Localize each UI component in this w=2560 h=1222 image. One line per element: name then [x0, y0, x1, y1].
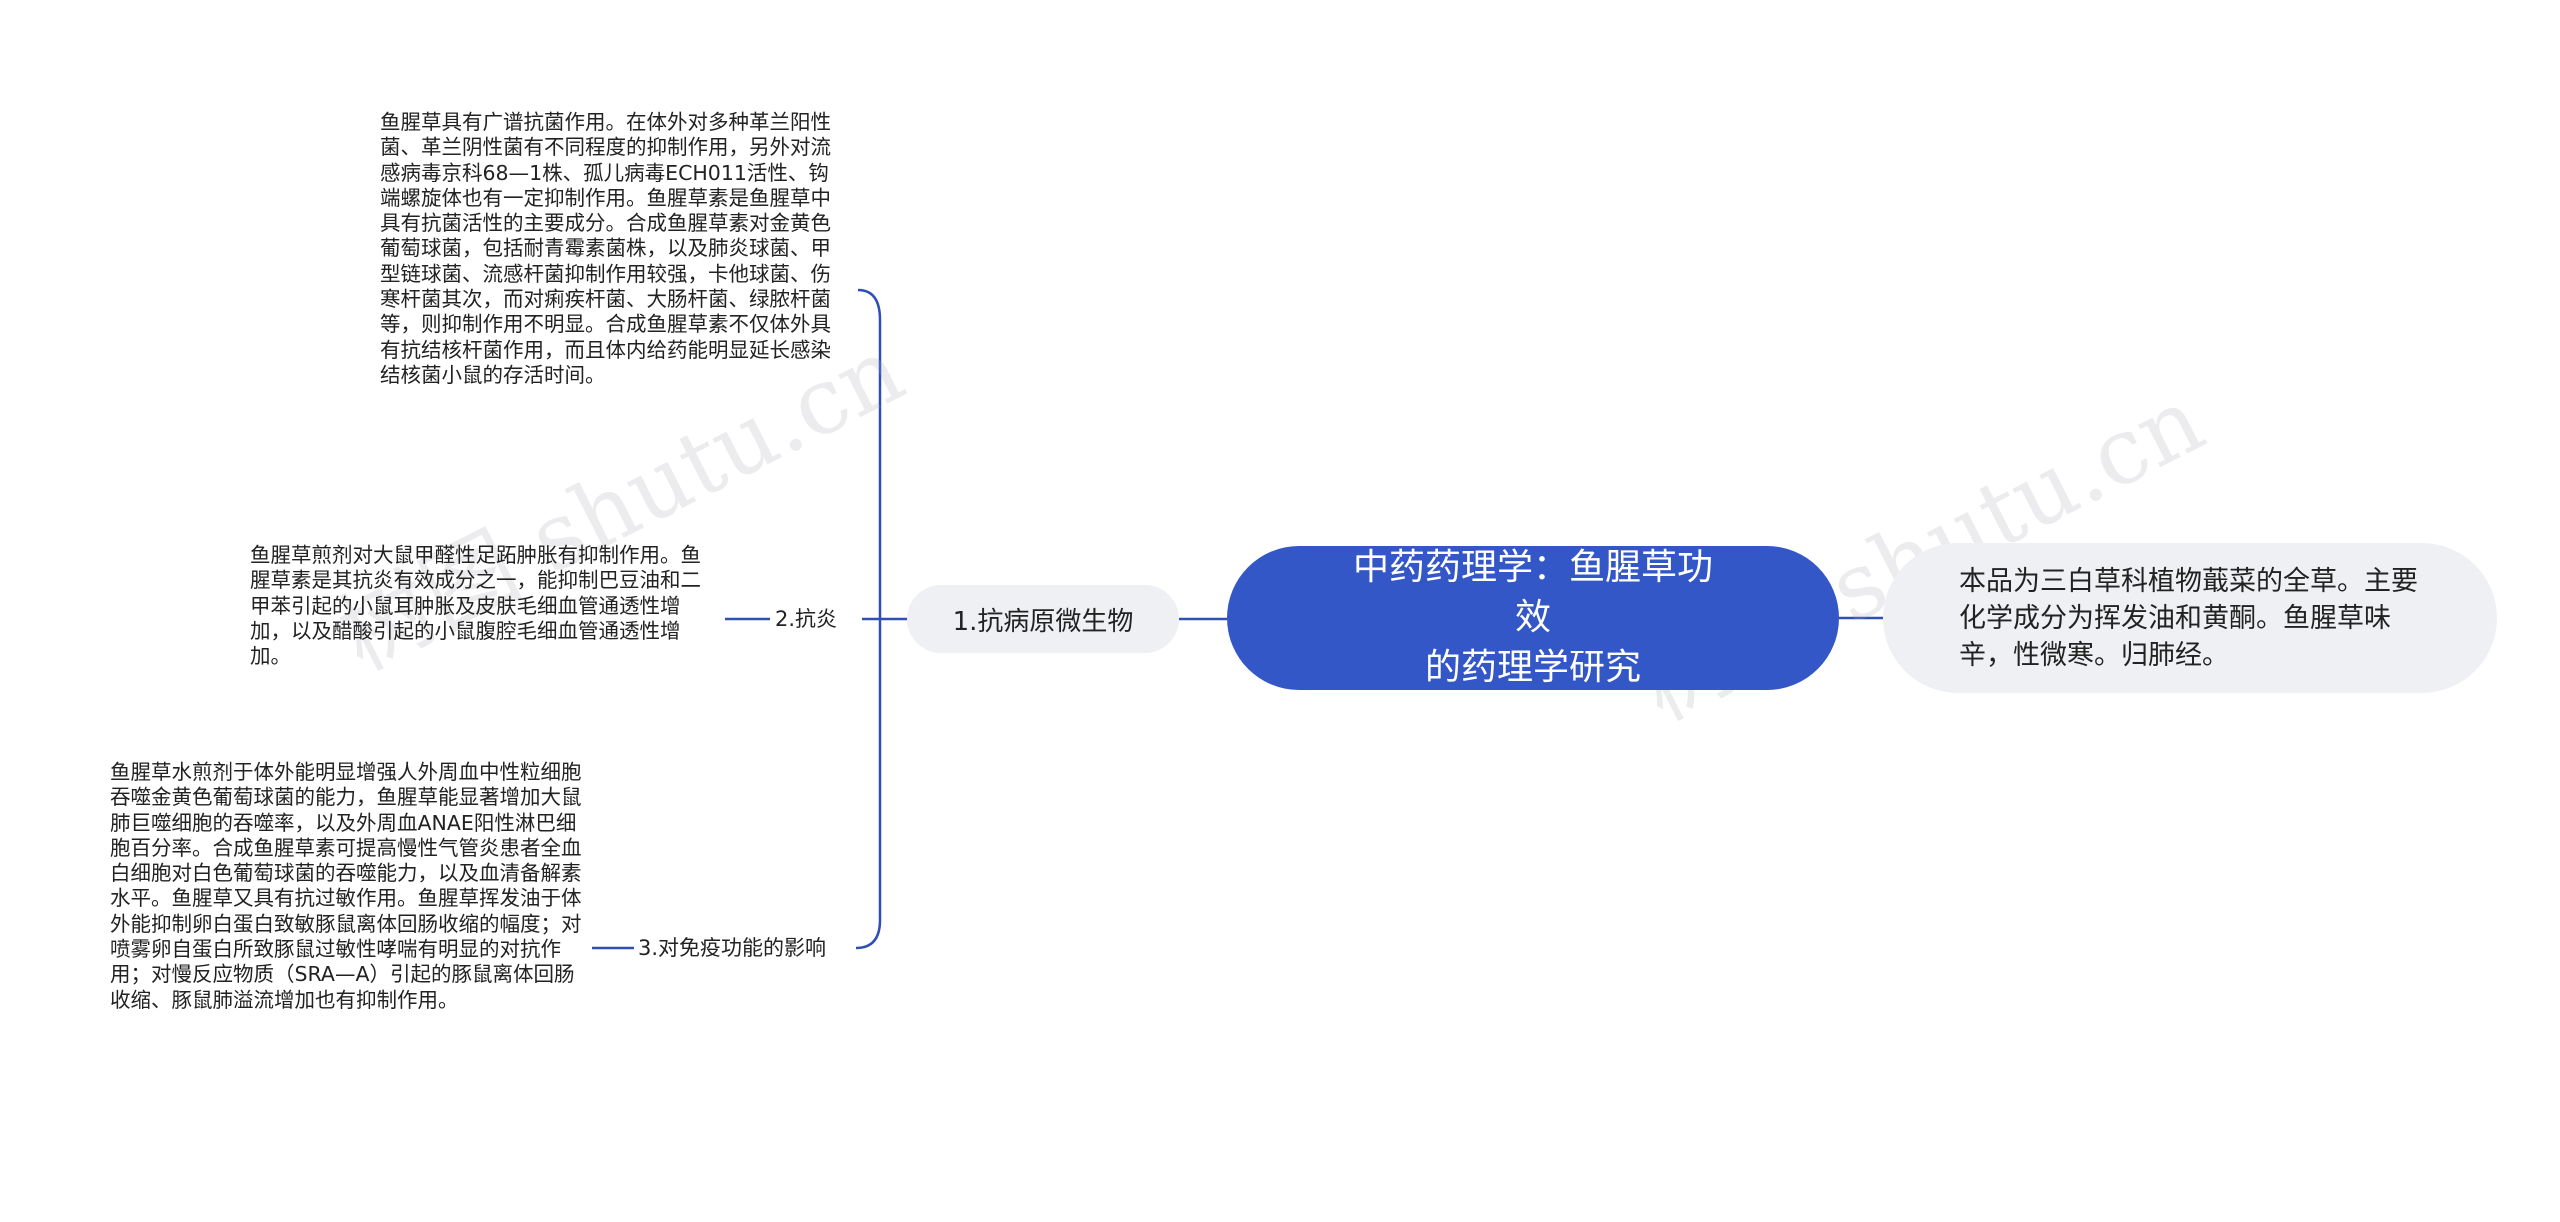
leaf-immune-text[interactable]: 鱼腥草水煎剂于体外能明显增强人外周血中性粒细胞吞噬金黄色葡萄球菌的能力，鱼腥草能…: [110, 760, 582, 1012]
leaf-antibacterial-text[interactable]: 鱼腥草具有广谱抗菌作用。在体外对多种革兰阳性菌、革兰阴性菌有不同程度的抑制作用，…: [380, 110, 831, 387]
sub-label-immune[interactable]: 3.对免疫功能的影响: [638, 936, 827, 960]
leaf-anti-inflammation-text[interactable]: 鱼腥草煎剂对大鼠甲醛性足跖肿胀有抑制作用。鱼腥草素是其抗炎有效成分之一，能抑制巴…: [250, 543, 701, 669]
root-title: 中药药理学：鱼腥草功效 的药理学研究: [1352, 547, 1713, 688]
connector-leaf-3: [855, 619, 882, 950]
connector-leaf-1: [857, 288, 882, 619]
sub-label-anti-inflammation[interactable]: 2.抗炎: [775, 607, 838, 631]
root-node[interactable]: 中药药理学：鱼腥草功效 的药理学研究: [1227, 546, 1839, 690]
left-branch-node[interactable]: 1.抗病原微生物: [907, 585, 1179, 653]
left-branch-label: 1.抗病原微生物: [952, 606, 1134, 637]
right-branch-text: 本品为三白草科植物蕺菜的全草。主要化学成分为挥发油和黄酮。鱼腥草味辛，性微寒。归…: [1959, 565, 2418, 671]
right-branch-node[interactable]: 本品为三白草科植物蕺菜的全草。主要化学成分为挥发油和黄酮。鱼腥草味辛，性微寒。归…: [1883, 543, 2497, 693]
